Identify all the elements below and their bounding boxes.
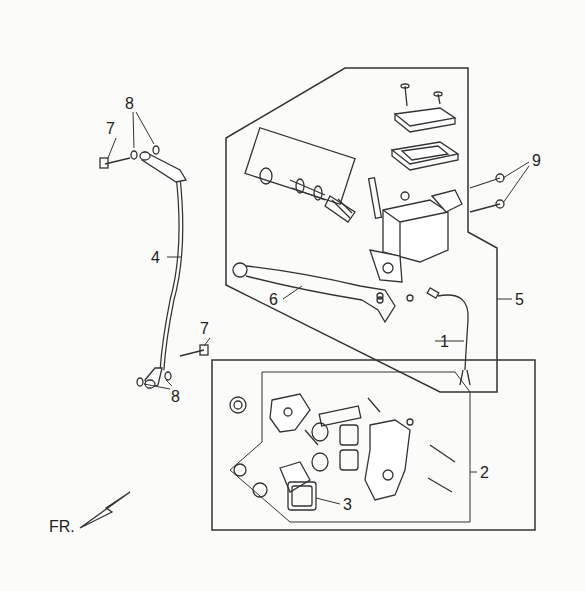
direction-label: FR.	[48, 518, 76, 536]
reservoir-cap	[392, 84, 458, 170]
callout-number: 7	[199, 320, 210, 338]
brake-hose	[140, 152, 186, 388]
callout-number: 8	[170, 388, 181, 406]
banjo-bolt	[100, 146, 208, 386]
callout-number: 2	[479, 464, 490, 482]
group-outline	[212, 360, 535, 530]
group-outline	[230, 372, 470, 522]
leader-line	[108, 112, 529, 504]
callout-number: 1	[439, 333, 450, 351]
group-outline	[226, 68, 497, 392]
brake-caliper	[230, 394, 455, 510]
callout-number: 9	[531, 152, 542, 170]
master-cylinder	[369, 178, 462, 301]
callout-number: 5	[514, 291, 525, 309]
callout-number: 4	[150, 249, 161, 267]
piston-kit	[245, 128, 355, 222]
stop-switch	[427, 288, 470, 385]
callout-number: 8	[124, 95, 135, 113]
bolt	[470, 174, 504, 212]
callout-number: 7	[105, 120, 116, 138]
callout-number: 3	[342, 496, 353, 514]
front-arrow	[80, 492, 130, 528]
callout-number: 6	[268, 291, 279, 309]
brake-lever	[233, 263, 395, 322]
